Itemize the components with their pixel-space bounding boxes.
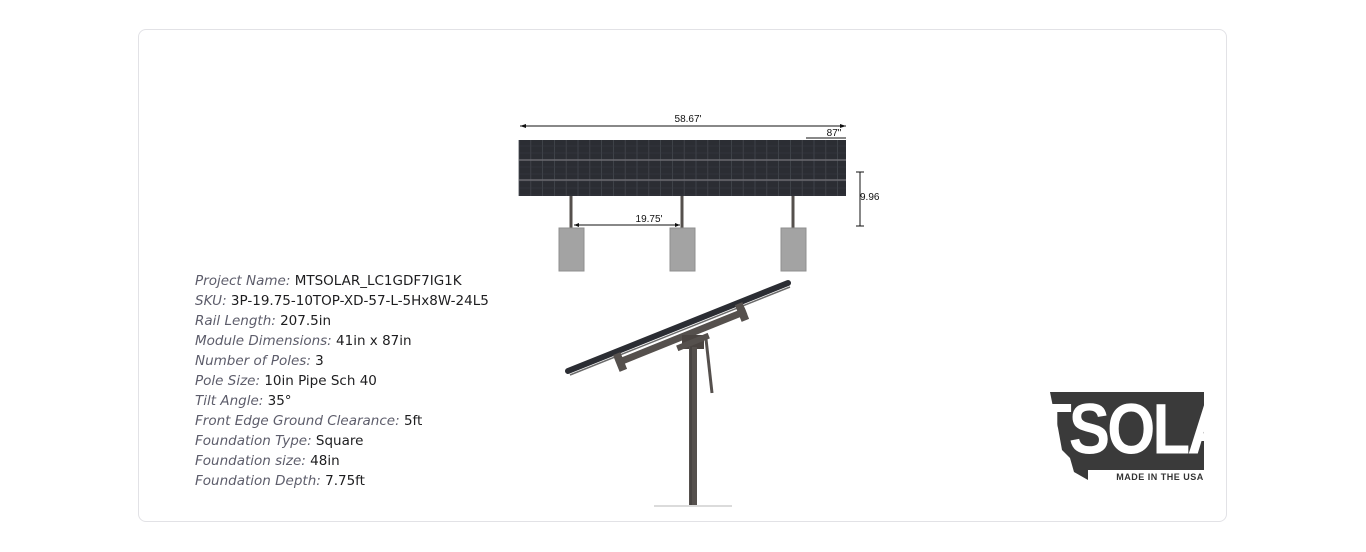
- spec-label: Rail Length:: [195, 313, 276, 329]
- front-elevation-drawing: 58.67' 87" 19.75' 9.96: [518, 114, 880, 272]
- spec-label: Number of Poles:: [195, 353, 311, 369]
- spec-label: Foundation Type:: [195, 433, 312, 449]
- spec-label: Project Name:: [195, 273, 291, 289]
- spec-value: 7.75ft: [325, 473, 365, 489]
- spec-label: Front Edge Ground Clearance:: [195, 413, 400, 429]
- spec-row: Foundation Depth: 7.75ft: [195, 471, 489, 491]
- height-label: 9.96: [860, 192, 880, 203]
- spec-label: SKU:: [195, 293, 227, 309]
- spec-value: 41in x 87in: [336, 333, 412, 349]
- logo-tagline: MADE IN THE USA: [1116, 472, 1204, 482]
- pole: [680, 196, 684, 228]
- logo-brand-text: MTSOLAR: [1048, 391, 1208, 470]
- pole: [569, 196, 573, 228]
- configuration-card: [138, 29, 1227, 522]
- spec-row: Rail Length: 207.5in: [195, 311, 489, 331]
- spec-row: Pole Size: 10in Pipe Sch 40: [195, 371, 489, 391]
- montana-shape: [1050, 392, 1204, 480]
- side-elevation-drawing: [565, 280, 791, 507]
- spec-row: Project Name: MTSOLAR_LC1GDF7IG1K: [195, 271, 489, 291]
- spec-row: Foundation size: 48in: [195, 451, 489, 471]
- spec-value: 3P-19.75-10TOP-XD-57-L-5Hx8W-24L5: [230, 293, 489, 309]
- spec-label: Tilt Angle:: [195, 393, 264, 409]
- spec-label: Module Dimensions:: [195, 333, 332, 349]
- spec-row: Front Edge Ground Clearance: 5ft: [195, 411, 489, 431]
- spec-row: Foundation Type: Square: [195, 431, 489, 451]
- mtsolar-logo: MTSOLAR MADE IN THE USA: [1048, 391, 1208, 482]
- spec-value: 5ft: [403, 413, 423, 429]
- foundation-block: [780, 227, 807, 272]
- module-length-label: 87": [827, 128, 842, 139]
- spec-value: 35°: [267, 393, 292, 409]
- spec-row: Number of Poles: 3: [195, 351, 489, 371]
- spec-label: Foundation Depth:: [195, 473, 321, 489]
- spec-value: 207.5in: [280, 313, 332, 329]
- pole: [689, 347, 697, 505]
- spec-value: 10in Pipe Sch 40: [264, 373, 377, 389]
- foundation-block: [558, 227, 585, 272]
- spec-value: 48in: [310, 453, 340, 469]
- pole: [791, 196, 795, 228]
- panel-array: [518, 140, 846, 196]
- overall-width-label: 58.67': [675, 114, 702, 125]
- tilted-panel: [565, 280, 791, 376]
- spec-value: Square: [315, 433, 364, 449]
- spec-label: Pole Size:: [195, 373, 261, 389]
- spec-row: Module Dimensions: 41in x 87in: [195, 331, 489, 351]
- spec-value: 3: [315, 353, 324, 369]
- spec-row: Tilt Angle: 35°: [195, 391, 489, 411]
- pole-spacing-label: 19.75': [636, 214, 663, 225]
- spec-value: MTSOLAR_LC1GDF7IG1K: [294, 273, 462, 289]
- spec-row: SKU: 3P-19.75-10TOP-XD-57-L-5Hx8W-24L5: [195, 291, 489, 311]
- foundation-block: [669, 227, 696, 272]
- spec-label: Foundation size:: [195, 453, 306, 469]
